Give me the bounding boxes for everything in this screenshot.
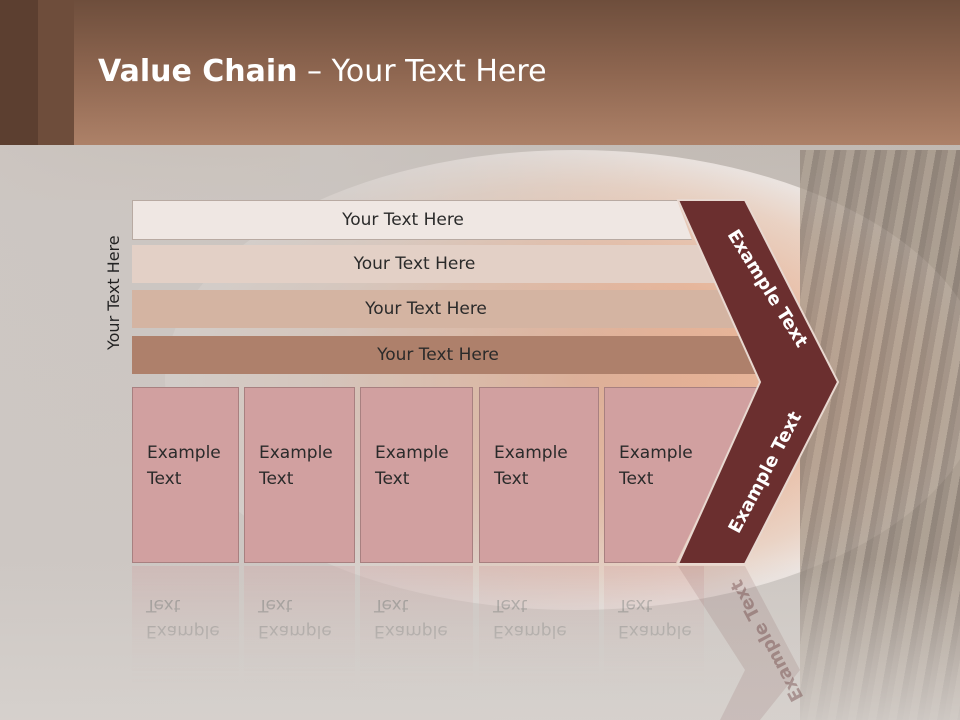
reflection-4-line2: Text — [493, 595, 528, 615]
bar-2[interactable]: Your Text Here — [132, 245, 717, 283]
reflection-5: Example Text — [604, 566, 704, 696]
box-4-line2: Text — [494, 469, 529, 489]
reflection-4: Example Text — [479, 566, 599, 696]
title-bold: Value Chain — [98, 54, 298, 89]
accent-block-dark — [0, 0, 38, 145]
box-1-line1: Example — [147, 443, 221, 463]
title-rest: – Your Text Here — [297, 54, 547, 89]
activity-box-4[interactable]: Example Text — [479, 387, 599, 563]
box-3-line1: Example — [375, 443, 449, 463]
reflection-5-line2: Text — [618, 595, 653, 615]
reflection-5-line1: Example — [618, 621, 692, 641]
reflection-2: Example Text — [244, 566, 355, 696]
side-label[interactable]: Your Text Here — [104, 235, 123, 350]
bar-3[interactable]: Your Text Here — [132, 290, 740, 328]
reflection-1-line2: Text — [146, 595, 181, 615]
box-3-line2: Text — [375, 469, 410, 489]
bar-2-label: Your Text Here — [353, 254, 476, 274]
reflection-2-line1: Example — [258, 621, 332, 641]
bar-3-label: Your Text Here — [365, 299, 487, 319]
bar-1[interactable]: Your Text Here — [132, 200, 692, 240]
reflection-3-line2: Text — [374, 595, 409, 615]
activity-box-3[interactable]: Example Text — [360, 387, 473, 563]
reflection-3: Example Text — [360, 566, 473, 696]
box-2-line2: Text — [259, 469, 294, 489]
slide-title[interactable]: Value Chain – Your Text Here — [98, 54, 547, 89]
reflection-3-line1: Example — [374, 621, 448, 641]
title-band: Value Chain – Your Text Here — [0, 0, 960, 145]
reflection-2-line2: Text — [258, 595, 293, 615]
box-4-line1: Example — [494, 443, 568, 463]
box-5-line2: Text — [619, 469, 654, 489]
box-2-line1: Example — [259, 443, 333, 463]
bar-4[interactable]: Your Text Here — [132, 336, 764, 374]
accent-block-light — [38, 0, 74, 145]
reflection-1: Example Text — [132, 566, 239, 696]
bar-4-label: Your Text Here — [377, 345, 499, 365]
box-1-line2: Text — [147, 469, 182, 489]
bar-1-label: Your Text Here — [342, 210, 464, 230]
activity-box-2[interactable]: Example Text — [244, 387, 355, 563]
box-5-line1: Example — [619, 443, 693, 463]
reflection-4-line1: Example — [493, 621, 567, 641]
activity-box-1[interactable]: Example Text — [132, 387, 239, 563]
reflection-1-line1: Example — [146, 621, 220, 641]
bottom-fade — [0, 560, 960, 720]
